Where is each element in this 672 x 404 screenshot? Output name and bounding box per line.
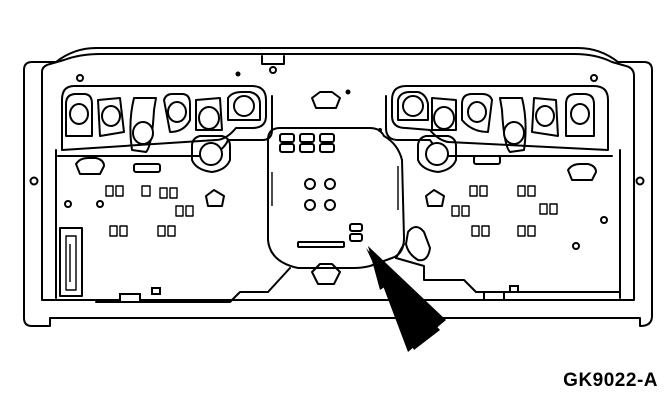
mount-hole-right <box>635 176 645 186</box>
center-lower-socket <box>311 263 341 285</box>
right-socket-6 <box>565 93 595 137</box>
left-socket-2 <box>97 97 125 137</box>
right-socket-3 <box>461 93 493 133</box>
right-socket-1 <box>397 91 429 121</box>
left-socket-5 <box>195 97 223 131</box>
left-socket-1 <box>65 93 93 137</box>
right-bulb-field <box>267 155 621 301</box>
mount-hole-top-right <box>590 74 598 82</box>
cluster-housing <box>23 47 653 327</box>
left-socket-3 <box>129 97 157 153</box>
tab-hole <box>269 66 277 74</box>
right-socket-5 <box>531 97 559 137</box>
left-socket-4 <box>163 93 191 133</box>
right-gauge-sockets <box>385 85 613 173</box>
arrow-tip <box>368 246 392 290</box>
left-lower-socket <box>191 135 231 173</box>
left-socket-6 <box>227 91 261 121</box>
center-module <box>267 127 431 269</box>
mount-hole-top-left <box>76 74 84 82</box>
center-top-socket <box>311 91 341 109</box>
figure-code-label: GK9022-A <box>563 370 658 391</box>
arrow-head <box>368 246 446 352</box>
top-center-tab <box>235 55 351 95</box>
right-socket-4 <box>499 97 527 153</box>
right-socket-2 <box>431 97 457 131</box>
right-lower-socket <box>417 135 457 173</box>
left-gauge-sockets <box>57 85 273 173</box>
mount-hole-left <box>29 176 39 186</box>
left-bulb-field <box>59 157 269 303</box>
